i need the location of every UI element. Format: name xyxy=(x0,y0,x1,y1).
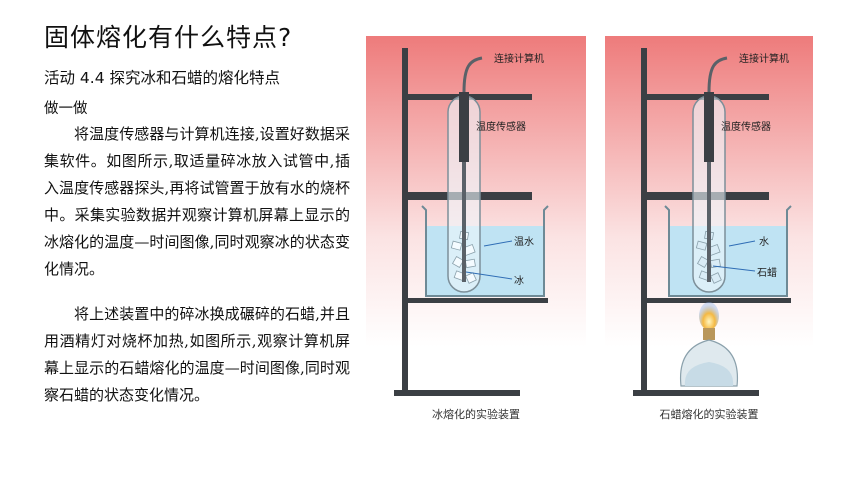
stand-rod xyxy=(402,48,408,392)
beaker xyxy=(664,205,792,297)
sensor-cable xyxy=(462,56,483,93)
label-water: 水 xyxy=(759,237,769,248)
wax-apparatus-illustration xyxy=(605,36,813,402)
paragraph-ice: 将温度传感器与计算机连接,设置好数据采集软件。如图所示,取适量碎冰放入试管中,插… xyxy=(44,125,350,278)
stand-base xyxy=(394,390,520,396)
sensor-body xyxy=(704,92,714,162)
subheading: 做一做 xyxy=(44,101,88,117)
ice-apparatus-figure: 连接计算机 温度传感器 温水 冰 xyxy=(366,36,586,402)
stand-rod xyxy=(641,48,647,392)
label-connect-computer: 连接计算机 xyxy=(494,54,544,65)
beaker-platform xyxy=(402,298,548,303)
lamp-flame xyxy=(699,302,719,330)
caption-ice-apparatus: 冰熔化的实验装置 xyxy=(432,408,520,421)
ice-apparatus-illustration xyxy=(366,36,586,402)
caption-wax-apparatus: 石蜡熔化的实验装置 xyxy=(659,408,759,421)
label-warm-water: 温水 xyxy=(514,237,534,248)
sensor-body xyxy=(459,92,469,162)
lamp-wick-holder xyxy=(703,328,715,340)
wax-apparatus-figure: 连接计算机 温度传感器 水 石蜡 xyxy=(605,36,813,402)
stand-base xyxy=(633,390,759,396)
label-temperature-sensor: 温度传感器 xyxy=(721,122,771,133)
activity-heading: 活动 4.4 探究冰和石蜡的熔化特点 xyxy=(44,69,281,87)
beaker-platform xyxy=(641,298,791,303)
sensor-probe xyxy=(707,162,711,282)
label-wax: 石蜡 xyxy=(757,268,777,279)
sensor-probe xyxy=(462,162,466,282)
label-connect-computer: 连接计算机 xyxy=(739,54,789,65)
label-temperature-sensor: 温度传感器 xyxy=(476,122,526,133)
page-title: 固体熔化有什么特点? xyxy=(44,23,293,52)
beaker xyxy=(421,205,549,297)
water xyxy=(669,226,787,296)
paragraph-wax: 将上述装置中的碎冰换成碾碎的石蜡,并且用酒精灯对烧杯加热,如图所示,观察计算机屏… xyxy=(44,305,350,404)
sensor-cable xyxy=(707,56,728,93)
lamp-fuel xyxy=(684,362,734,386)
label-ice: 冰 xyxy=(514,276,524,287)
water xyxy=(426,226,544,296)
